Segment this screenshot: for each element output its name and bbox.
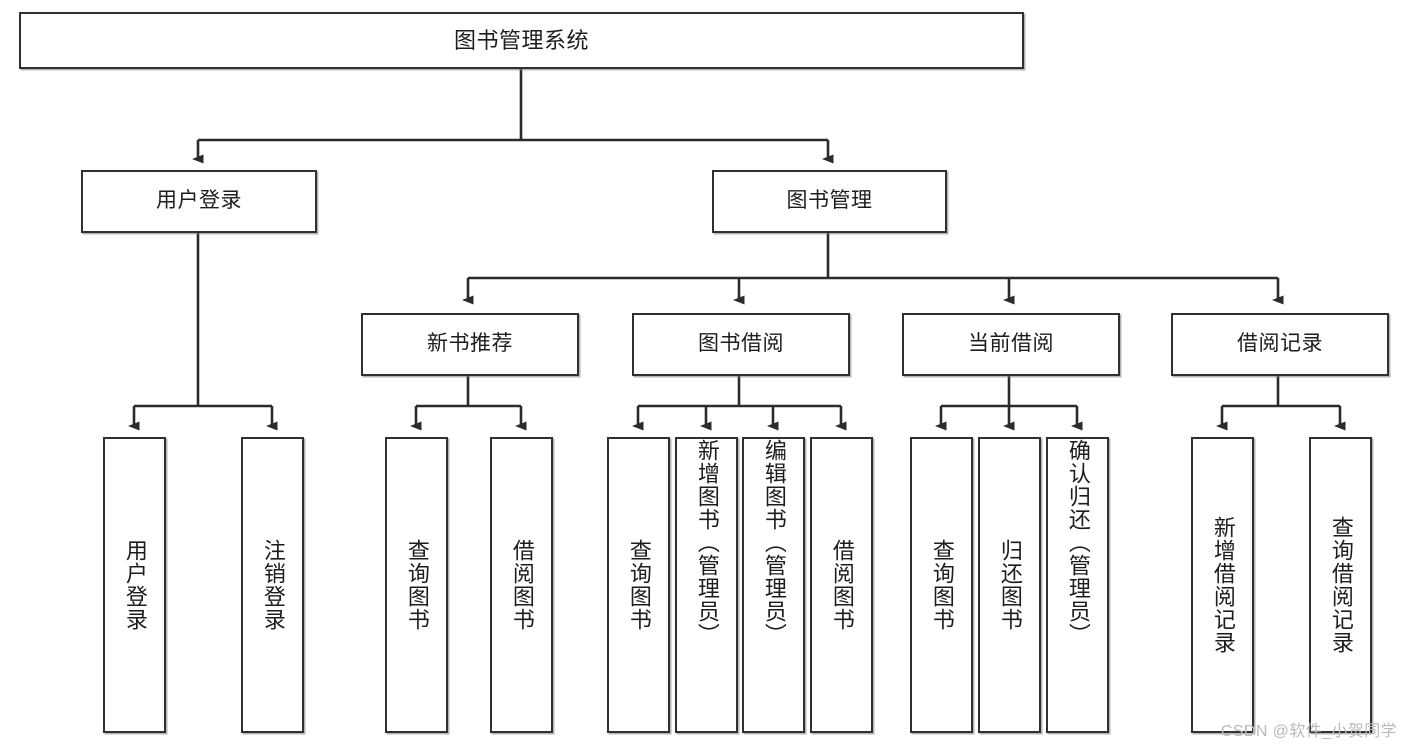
node-label: 查询借阅记录 [1328,516,1354,654]
node-label: 借阅图书 [829,539,855,631]
node-label: 借阅记录 [1237,332,1323,356]
node-label: 注销登录 [260,539,286,631]
node-label: 确认归还（管理员） [1065,439,1091,646]
leaf-book-borrow-edit[interactable]: 编辑图书（管理员） [742,437,805,733]
leaf-book-borrow-borrow[interactable]: 借阅图书 [810,437,873,733]
node-label: 当前借阅 [968,332,1054,356]
node-new-book-recommend[interactable]: 新书推荐 [361,313,579,376]
leaf-book-borrow-query[interactable]: 查询图书 [607,437,670,733]
node-current-borrow[interactable]: 当前借阅 [902,313,1120,376]
leaf-user-login-logout[interactable]: 注销登录 [241,437,304,733]
watermark: CSDN @软件_小贺同学 [1220,723,1397,740]
node-label: 查询图书 [929,539,955,631]
node-label: 新增图书（管理员） [694,439,720,646]
node-label: 新书推荐 [427,332,513,356]
node-book-borrow[interactable]: 图书借阅 [632,313,850,376]
node-user-login[interactable]: 用户登录 [81,170,317,233]
node-label: 用户登录 [156,189,242,213]
node-label: 用户登录 [122,539,148,631]
leaf-new-book-query[interactable]: 查询图书 [385,437,448,733]
leaf-current-borrow-query[interactable]: 查询图书 [910,437,973,733]
node-label: 编辑图书（管理员） [761,439,787,646]
leaf-current-borrow-confirm-return[interactable]: 确认归还（管理员） [1046,437,1109,733]
node-borrow-record[interactable]: 借阅记录 [1171,313,1389,376]
leaf-book-borrow-add[interactable]: 新增图书（管理员） [675,437,738,733]
node-label: 归还图书 [997,539,1023,631]
leaf-borrow-record-add[interactable]: 新增借阅记录 [1191,437,1254,733]
leaf-current-borrow-return[interactable]: 归还图书 [978,437,1041,733]
leaf-borrow-record-query[interactable]: 查询借阅记录 [1309,437,1372,733]
node-book-management[interactable]: 图书管理 [712,170,947,233]
node-label: 图书借阅 [698,332,784,356]
leaf-new-book-borrow[interactable]: 借阅图书 [490,437,553,733]
node-label: 图书管理 [786,189,873,213]
node-label: 查询图书 [404,539,430,631]
node-label: 图书管理系统 [453,27,589,53]
node-label: 借阅图书 [509,539,535,631]
node-label: 新增借阅记录 [1210,516,1236,654]
leaf-user-login-login[interactable]: 用户登录 [103,437,166,733]
node-label: 查询图书 [626,539,652,631]
node-root-system[interactable]: 图书管理系统 [19,12,1024,69]
